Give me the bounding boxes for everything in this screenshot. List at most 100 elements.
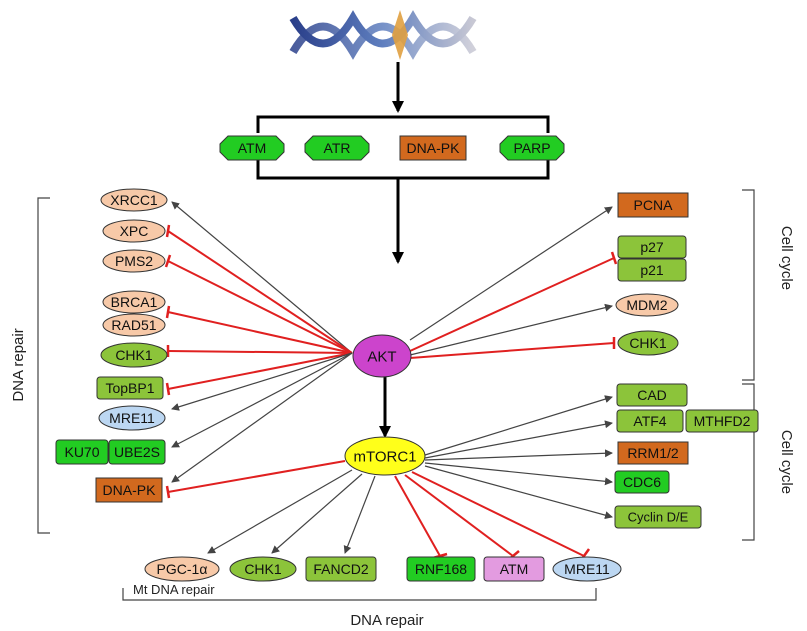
edge-akt-p27 — [409, 257, 615, 352]
node-mdm2-shape — [615, 293, 679, 317]
node-parp-top: PARP — [499, 135, 565, 161]
edge-mtorc1-cyclin — [424, 465, 613, 520]
node-chk1-bottom: CHK1 — [229, 556, 297, 582]
node-mre11-left: MRE11 — [98, 405, 166, 431]
node-rad51-shape — [102, 313, 166, 337]
node-topbp1-shape — [96, 376, 164, 400]
akt-right-inhibition-bars — [610, 251, 618, 349]
edge-akt-brca1 — [167, 311, 353, 354]
node-cdc6-shape — [614, 470, 670, 494]
node-fancd2: FANCD2 — [305, 556, 377, 582]
node-dnapk-top-label: DNA-PK — [407, 140, 461, 156]
node-pms2-shape — [102, 249, 166, 273]
node-pms2-label: PMS2 — [115, 253, 153, 269]
sensor-bracket — [256, 115, 550, 180]
edge-mtorc1-chk1-bottom — [271, 473, 363, 554]
node-dnapk-top: DNA-PK — [399, 135, 467, 161]
node-atm-top-label: ATM — [238, 140, 267, 156]
node-atr-top: ATR — [304, 135, 370, 161]
node-chk1-left-shape — [100, 342, 168, 368]
edge-akt-mre11-left — [171, 352, 353, 411]
node-cyclin-de: Cyclin D/E — [614, 505, 702, 529]
edge-mtorc1-cdc6 — [424, 462, 613, 486]
edge-mtorc1-fancd2 — [343, 475, 376, 554]
node-cad-label: CAD — [637, 387, 667, 403]
node-mre11-bottom-shape — [552, 556, 622, 582]
edge-mtorc1-rnf168 — [394, 475, 441, 557]
edge-akt-mdm2 — [409, 303, 613, 356]
node-chk1-left: CHK1 — [100, 342, 168, 368]
node-p27: p27 — [617, 235, 687, 259]
node-cyclin-de-shape — [614, 505, 702, 529]
node-rrm12-shape — [617, 441, 689, 465]
node-mdm2-label: MDM2 — [626, 297, 667, 313]
node-p27-shape — [617, 235, 687, 259]
node-mre11-left-shape — [98, 405, 166, 431]
node-xpc-shape — [102, 219, 166, 243]
node-mthfd2: MTHFD2 — [685, 409, 759, 433]
edge-akt-chk1-left — [167, 350, 353, 354]
edge-mtorc1-cad — [424, 395, 613, 456]
node-rnf168: RNF168 — [406, 556, 476, 582]
node-parp-top-label: PARP — [513, 140, 550, 156]
node-pcna-shape — [617, 192, 689, 218]
mt-dna-repair-label: Mt DNA repair — [133, 582, 215, 597]
edge-mtorc1-pgc1a — [207, 469, 353, 554]
cell-cycle-bottom-bracket — [742, 383, 755, 541]
node-rad51-label: RAD51 — [111, 317, 156, 333]
node-mdm2: MDM2 — [615, 293, 679, 317]
node-cyclin-de-label: Cyclin D/E — [628, 510, 689, 525]
edge-akt-xrcc1 — [171, 201, 353, 354]
node-atm-top: ATM — [219, 135, 285, 161]
node-mthfd2-label: MTHFD2 — [694, 413, 751, 429]
node-mtorc1-label: mTORC1 — [353, 448, 416, 465]
edge-mtorc1-atm — [404, 474, 514, 557]
node-chk1-right-shape — [617, 330, 679, 356]
mtorc1-right-edges — [424, 395, 613, 520]
node-pcna-label: PCNA — [634, 197, 674, 213]
node-pgc1a-shape — [144, 556, 220, 582]
node-dnapk-left-label: DNA-PK — [103, 482, 157, 498]
node-rrm12: RRM1/2 — [617, 441, 689, 465]
node-brca1: BRCA1 — [102, 290, 166, 314]
node-mtorc1: mTORC1 — [344, 436, 426, 476]
node-atm-bottom-shape — [483, 556, 545, 582]
edge-akt-chk1-right — [409, 342, 615, 359]
node-atm-bottom: ATM — [483, 556, 545, 582]
inhibit-bar-dnapk — [165, 485, 171, 499]
node-xrcc1: XRCC1 — [100, 188, 168, 212]
node-parp-top-shape — [499, 135, 565, 161]
edge-akt-pms2 — [167, 260, 353, 354]
node-mre11-bottom: MRE11 — [552, 556, 622, 582]
node-fancd2-shape — [305, 556, 377, 582]
node-akt-label: AKT — [367, 348, 396, 365]
dna-repair-left-bracket — [37, 197, 50, 534]
node-atf4-shape — [616, 409, 684, 433]
node-mre11-left-label: MRE11 — [109, 410, 155, 426]
node-atf4-label: ATF4 — [633, 413, 666, 429]
node-dnapk-top-shape — [399, 135, 467, 161]
node-chk1-right-label: CHK1 — [629, 335, 667, 351]
node-pgc1a-label: PGC-1α — [157, 561, 208, 577]
node-ube2s: UBE2S — [108, 439, 166, 465]
node-topbp1-label: TopBP1 — [105, 380, 154, 396]
node-pcna: PCNA — [617, 192, 689, 218]
edge-akt-dnapk — [171, 352, 353, 483]
node-p21: p21 — [617, 258, 687, 282]
mtorc1-bottom-edges — [207, 469, 585, 557]
node-xpc: XPC — [102, 219, 166, 243]
node-ku70-shape — [55, 439, 109, 465]
edge-akt-xpc — [167, 230, 353, 354]
dna-helix-icon — [289, 10, 477, 60]
dna-repair-bottom-label: DNA repair — [350, 612, 423, 629]
node-mthfd2-shape — [685, 409, 759, 433]
node-cdc6-label: CDC6 — [623, 474, 661, 490]
node-rad51: RAD51 — [102, 313, 166, 337]
cell-cycle-top-label: Cell cycle — [778, 226, 795, 290]
node-chk1-bottom-label: CHK1 — [244, 561, 282, 577]
node-mtorc1-shape — [344, 436, 426, 476]
edge-mtorc1-mre11 — [411, 471, 585, 557]
akt-left-edges — [167, 201, 353, 483]
